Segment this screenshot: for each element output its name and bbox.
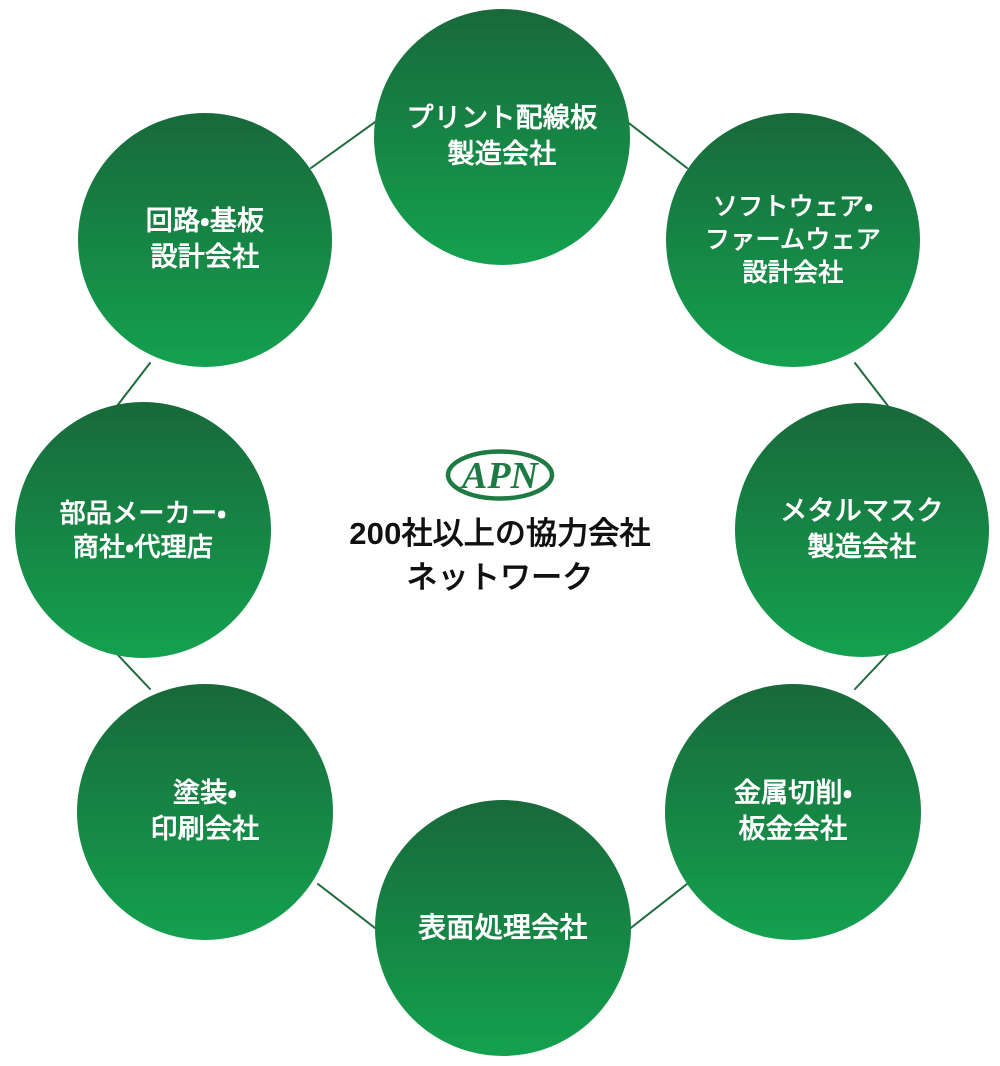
- node-label-surface-treatment: 表面処理会社: [418, 911, 588, 943]
- node-circle-circuit-board-design[interactable]: 回路・基板 設計会社: [78, 113, 332, 367]
- connector-line-painting-printing-to-parts-maker-trading: [116, 653, 151, 690]
- node-circle-parts-maker-trading[interactable]: 部品メーカー・ 商社・代理店: [15, 402, 271, 658]
- node-circle-software-firmware-design[interactable]: ソフトウェア・ ファームウェア 設計会社: [666, 113, 920, 367]
- center-headline: 200社以上の協力会社 ネットワーク: [349, 516, 651, 596]
- node-circle-metal-cutting-sheetmetal[interactable]: 金属切削・ 板金会社: [665, 684, 921, 940]
- node-circle-surface-treatment[interactable]: 表面処理会社: [375, 800, 631, 1056]
- node-label-metal-cutting-sheetmetal: 金属切削・ 板金会社: [733, 778, 853, 844]
- svg-text:APN: APN: [460, 455, 540, 497]
- node-label-parts-maker-trading: 部品メーカー・ 商社・代理店: [59, 497, 227, 562]
- connector-line-software-firmware-design-to-metal-mask-manufacturer: [854, 362, 889, 407]
- node-circle-metal-mask-manufacturer[interactable]: メタルマスク 製造会社: [735, 403, 989, 657]
- apn-logo-icon: APN: [445, 449, 555, 501]
- center-content-block: APN 200社以上の協力会社 ネットワーク: [290, 448, 710, 600]
- node-circle-pcb-manufacturer[interactable]: プリント配線板 製造会社: [374, 9, 630, 265]
- node-circle-painting-printing[interactable]: 塗装・ 印刷会社: [77, 684, 333, 940]
- connector-line-metal-mask-manufacturer-to-metal-cutting-sheetmetal: [854, 653, 889, 690]
- node-label-painting-printing: 塗装・ 印刷会社: [150, 778, 260, 844]
- connector-line-parts-maker-trading-to-circuit-board-design: [116, 362, 151, 407]
- node-label-software-firmware-design: ソフトウェア・ ファームウェア 設計会社: [704, 192, 881, 287]
- node-label-pcb-manufacturer: プリント配線板 製造会社: [406, 103, 598, 169]
- node-label-metal-mask-manufacturer: メタルマスク 製造会社: [780, 496, 944, 562]
- node-label-circuit-board-design: 回路・基板 設計会社: [145, 206, 265, 272]
